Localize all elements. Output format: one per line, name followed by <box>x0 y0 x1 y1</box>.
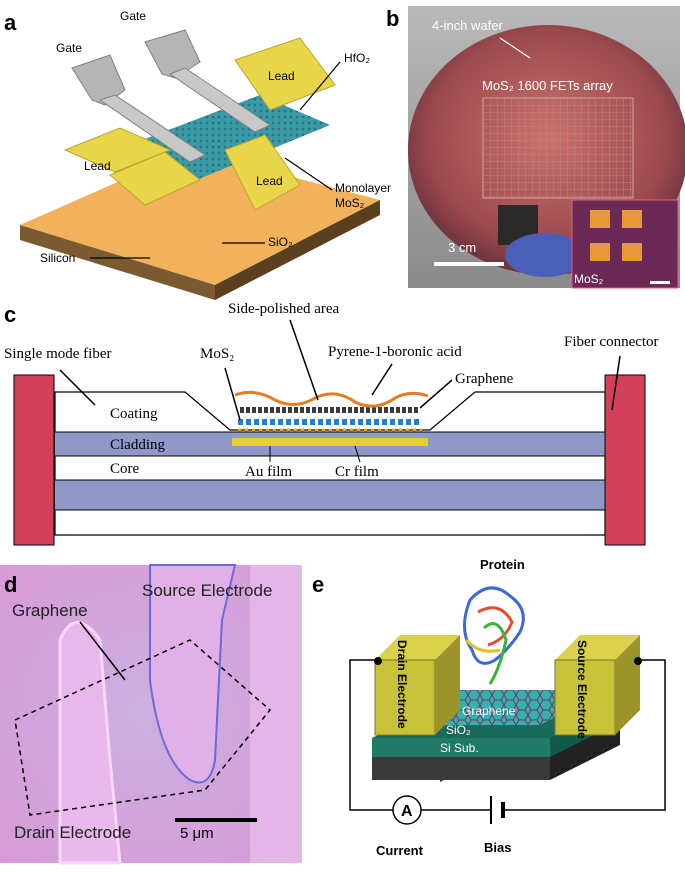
gate-right-line <box>168 67 272 133</box>
lead-bottom-pad <box>224 134 301 211</box>
circuit-left <box>349 659 395 811</box>
si-sub-front <box>372 755 550 780</box>
scale-bar <box>434 262 504 266</box>
fiber-connector-arrow <box>611 355 621 411</box>
panel-a-letter: a <box>4 10 17 35</box>
side-polished-arrow <box>289 319 319 401</box>
inset-scale-bar <box>650 281 670 284</box>
graphene-outline <box>14 639 272 816</box>
inset-mos2-label: MoS₂ <box>574 272 604 286</box>
mos2-c-label: MoS₂ <box>200 346 234 362</box>
graphene-d-arrow <box>79 621 126 681</box>
graphene-d-label: Graphene <box>12 601 88 620</box>
drain-block-side <box>435 635 460 735</box>
contact-dot-left <box>374 657 382 665</box>
panel-b: b 4-inch wafer MoS₂ 1600 FETs array 3 cm… <box>386 6 685 289</box>
micro-scale-label: 5 μm <box>180 825 214 842</box>
lead-left-label: Lead <box>84 159 111 173</box>
wafer-arrow <box>499 37 531 59</box>
ammeter-label: A <box>401 803 413 820</box>
graphene-c-arrow <box>419 379 453 409</box>
mos2-c-arrow <box>224 367 241 421</box>
silicon-label: Silicon <box>40 251 75 265</box>
drain-block-top <box>375 635 460 660</box>
scale-label: 3 cm <box>448 240 476 255</box>
lead-top-label: Lead <box>268 69 295 83</box>
substrate-side-right <box>215 200 380 300</box>
cladding-label: Cladding <box>110 437 165 453</box>
sio2-front <box>372 738 550 757</box>
inset-pad-1 <box>590 210 610 228</box>
gate-left-line <box>98 94 207 163</box>
bias-label: Bias <box>484 840 511 855</box>
cladding-lower <box>55 480 605 510</box>
inset-pad-3 <box>590 243 610 261</box>
drain-electrode-e-label: Drain Electrode <box>395 640 409 729</box>
array-label: MoS₂ 1600 FETs array <box>482 78 613 93</box>
au-film-label: Au film <box>245 464 292 480</box>
source-left-shape <box>149 564 237 784</box>
drain-electrode-label: Drain Electrode <box>14 823 131 842</box>
panel-e-letter: e <box>312 572 324 597</box>
source-right-shape <box>250 565 302 863</box>
lead-left-pad <box>63 127 172 173</box>
panel-a: a Gate Gate Lead Lead Lead HfO₂ Monolaye… <box>4 9 391 300</box>
au-film <box>232 438 428 446</box>
panel-b-letter: b <box>386 6 399 31</box>
core-label: Core <box>110 461 140 477</box>
lead-left-bottom-pad <box>109 151 201 206</box>
connector-left <box>13 374 55 546</box>
protein-label: Protein <box>480 557 525 572</box>
current-label: Current <box>376 843 424 858</box>
hfo2-arrow <box>299 61 341 111</box>
sio2-label: SiO₂ <box>268 235 293 249</box>
panel-c: c Side-polished area Single mode fiber M… <box>4 301 659 546</box>
panel-e: e Protein A Current Bias <box>312 557 666 858</box>
mos2-label: MoS₂ <box>335 196 365 210</box>
glove <box>505 233 585 277</box>
fiber-connector-label: Fiber connector <box>564 334 659 350</box>
wafer-label: 4-inch wafer <box>432 18 503 33</box>
contact-dot-right <box>634 657 642 665</box>
graphene-e-label: Graphene <box>462 704 516 718</box>
coating-label: Coating <box>110 406 158 422</box>
lead-bottom-label: Lead <box>256 174 283 188</box>
connector-right <box>604 374 646 546</box>
source-electrode-e-label: Source Electrode <box>575 640 589 739</box>
protein-structure <box>463 586 525 685</box>
gate-right-label: Gate <box>120 9 146 23</box>
inset-pad-4 <box>622 243 642 261</box>
gate-left-label: Gate <box>56 41 82 55</box>
panel-d-letter: d <box>4 572 17 597</box>
monolayer-arrow <box>284 157 333 191</box>
cr-film-label: Cr film <box>335 464 379 480</box>
circuit-right <box>505 659 666 811</box>
inset-pad-2 <box>622 210 642 228</box>
source-electrode-label: Source Electrode <box>142 581 272 600</box>
pyrene-arrow <box>371 363 393 396</box>
si-sub-label: Si Sub. <box>440 741 479 755</box>
hfo2-label: HfO₂ <box>344 51 370 65</box>
single-mode-arrow <box>59 369 96 406</box>
panel-c-letter: c <box>4 302 16 327</box>
side-polished-label: Side-polished area <box>228 301 340 317</box>
cr-film-arrow <box>354 445 361 463</box>
sio2-e-label: SiO₂ <box>446 723 471 737</box>
lead-top-pad <box>234 37 336 111</box>
fet-array <box>482 97 634 199</box>
single-mode-label: Single mode fiber <box>4 346 111 362</box>
micro-scale-bar <box>175 818 257 822</box>
pyrene-label: Pyrene-1-boronic acid <box>328 344 462 360</box>
pyrene-chain <box>234 390 429 408</box>
mos2-layer <box>238 419 422 432</box>
source-block-side <box>615 635 640 735</box>
monolayer-label: Monolayer <box>335 181 391 195</box>
graphene-c-label: Graphene <box>455 371 514 387</box>
gate-right-pad <box>144 29 201 79</box>
panel-d: d Source Electrode Graphene Drain Electr… <box>0 564 302 865</box>
source-block-top <box>555 635 640 660</box>
ammeter-circle <box>392 795 422 825</box>
substrate-side-left <box>20 225 215 300</box>
